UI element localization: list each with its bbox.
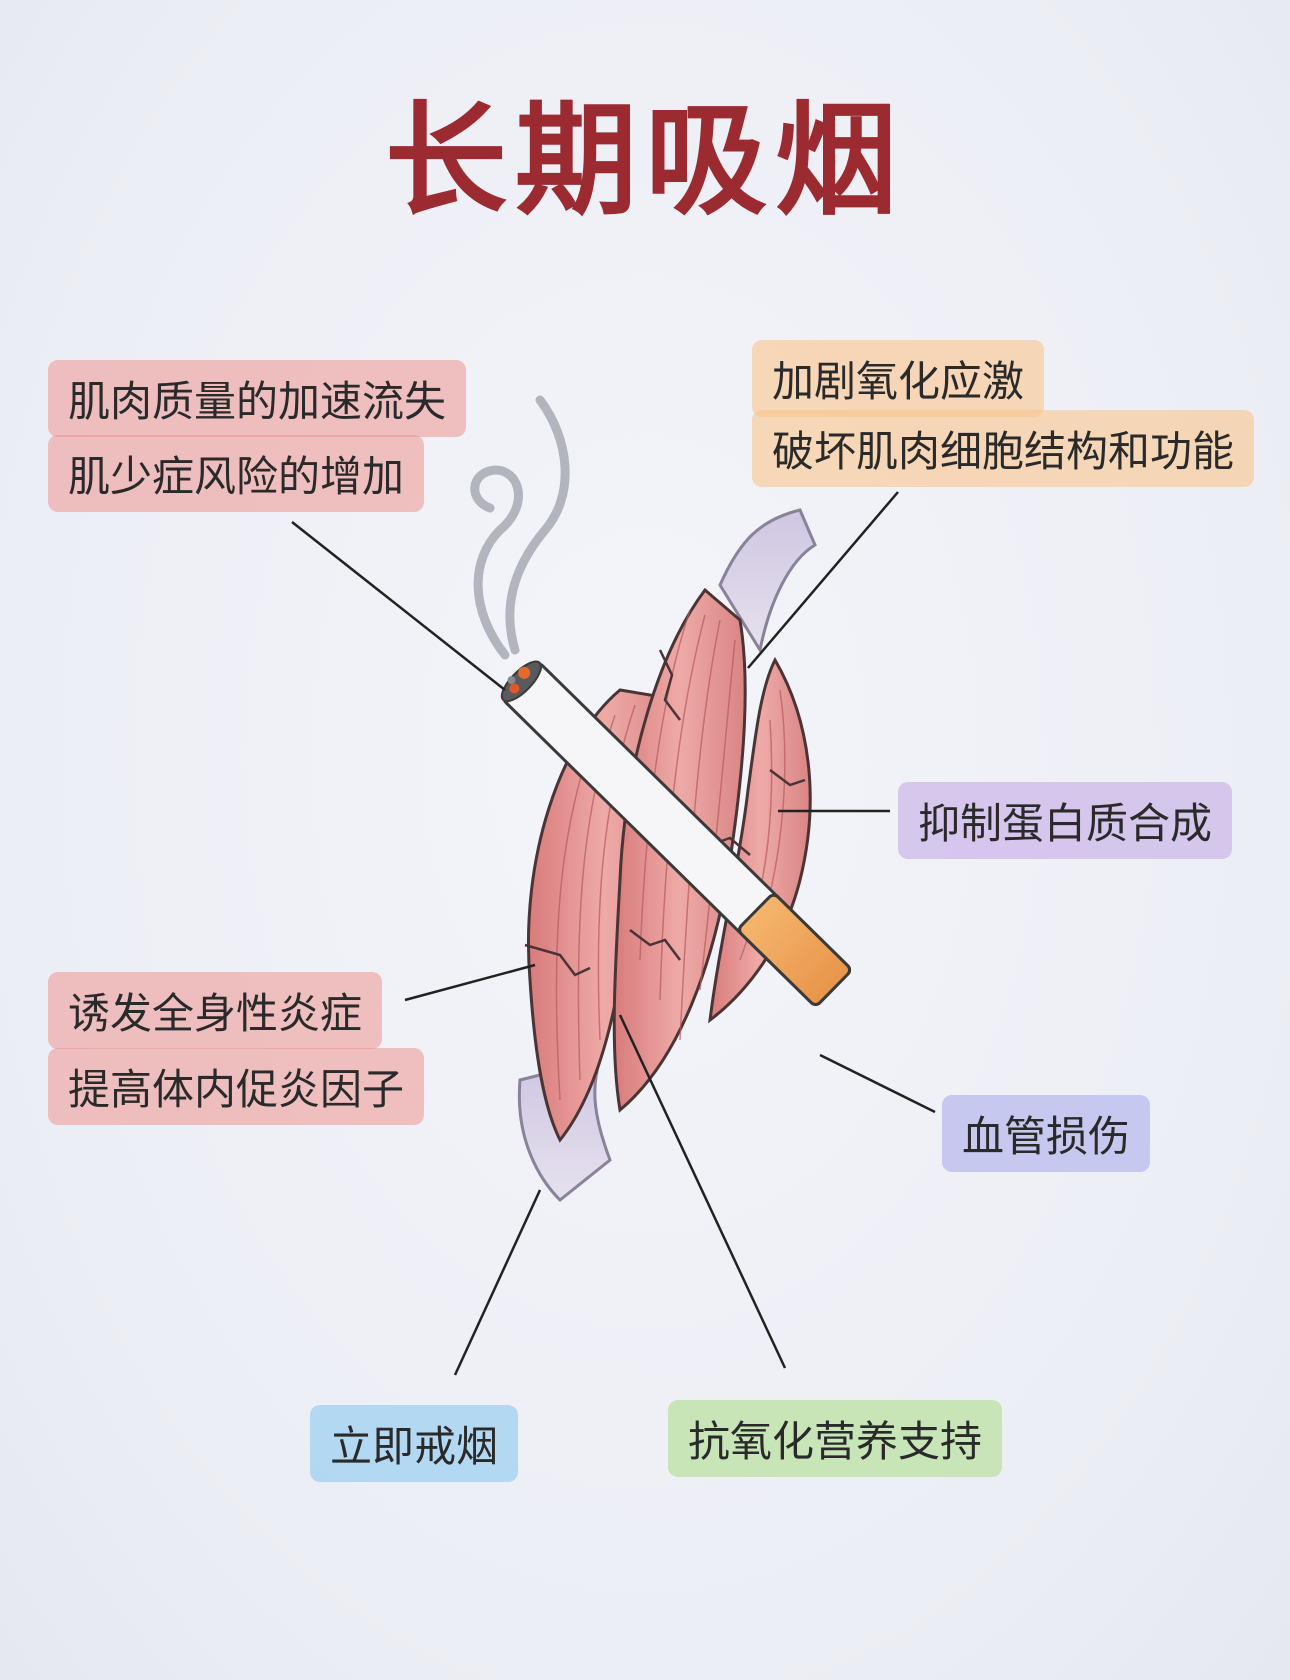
page-title: 长期吸烟 [385, 90, 905, 232]
leader-line-antioxidant [618, 1014, 787, 1369]
label-vascular: 血管损伤 [942, 1095, 1151, 1172]
leader-line-quit [453, 1189, 542, 1376]
label-inflammation-1: 诱发全身性炎症 [48, 972, 383, 1049]
label-oxidative-1: 加剧氧化应激 [752, 340, 1045, 417]
leader-line-oxidative [747, 491, 899, 669]
label-muscle-loss-1: 肌肉质量的加速流失 [48, 360, 467, 437]
cigarette-icon [500, 660, 852, 1006]
leader-lines [291, 491, 936, 1376]
leader-line-muscle-loss [291, 521, 506, 691]
label-inflammation-2: 提高体内促炎因子 [48, 1048, 425, 1125]
leader-line-inflammation [404, 963, 536, 1002]
leader-line-vascular [819, 1053, 936, 1114]
label-quit: 立即戒烟 [310, 1405, 519, 1482]
muscle-illustration [524, 587, 812, 1143]
label-muscle-loss-2: 肌少症风险的增加 [48, 435, 425, 512]
label-antioxidant: 抗氧化营养支持 [668, 1400, 1003, 1477]
label-protein: 抑制蛋白质合成 [898, 782, 1233, 859]
label-oxidative-2: 破坏肌肉细胞结构和功能 [752, 410, 1255, 487]
smoke-icon [470, 395, 570, 660]
